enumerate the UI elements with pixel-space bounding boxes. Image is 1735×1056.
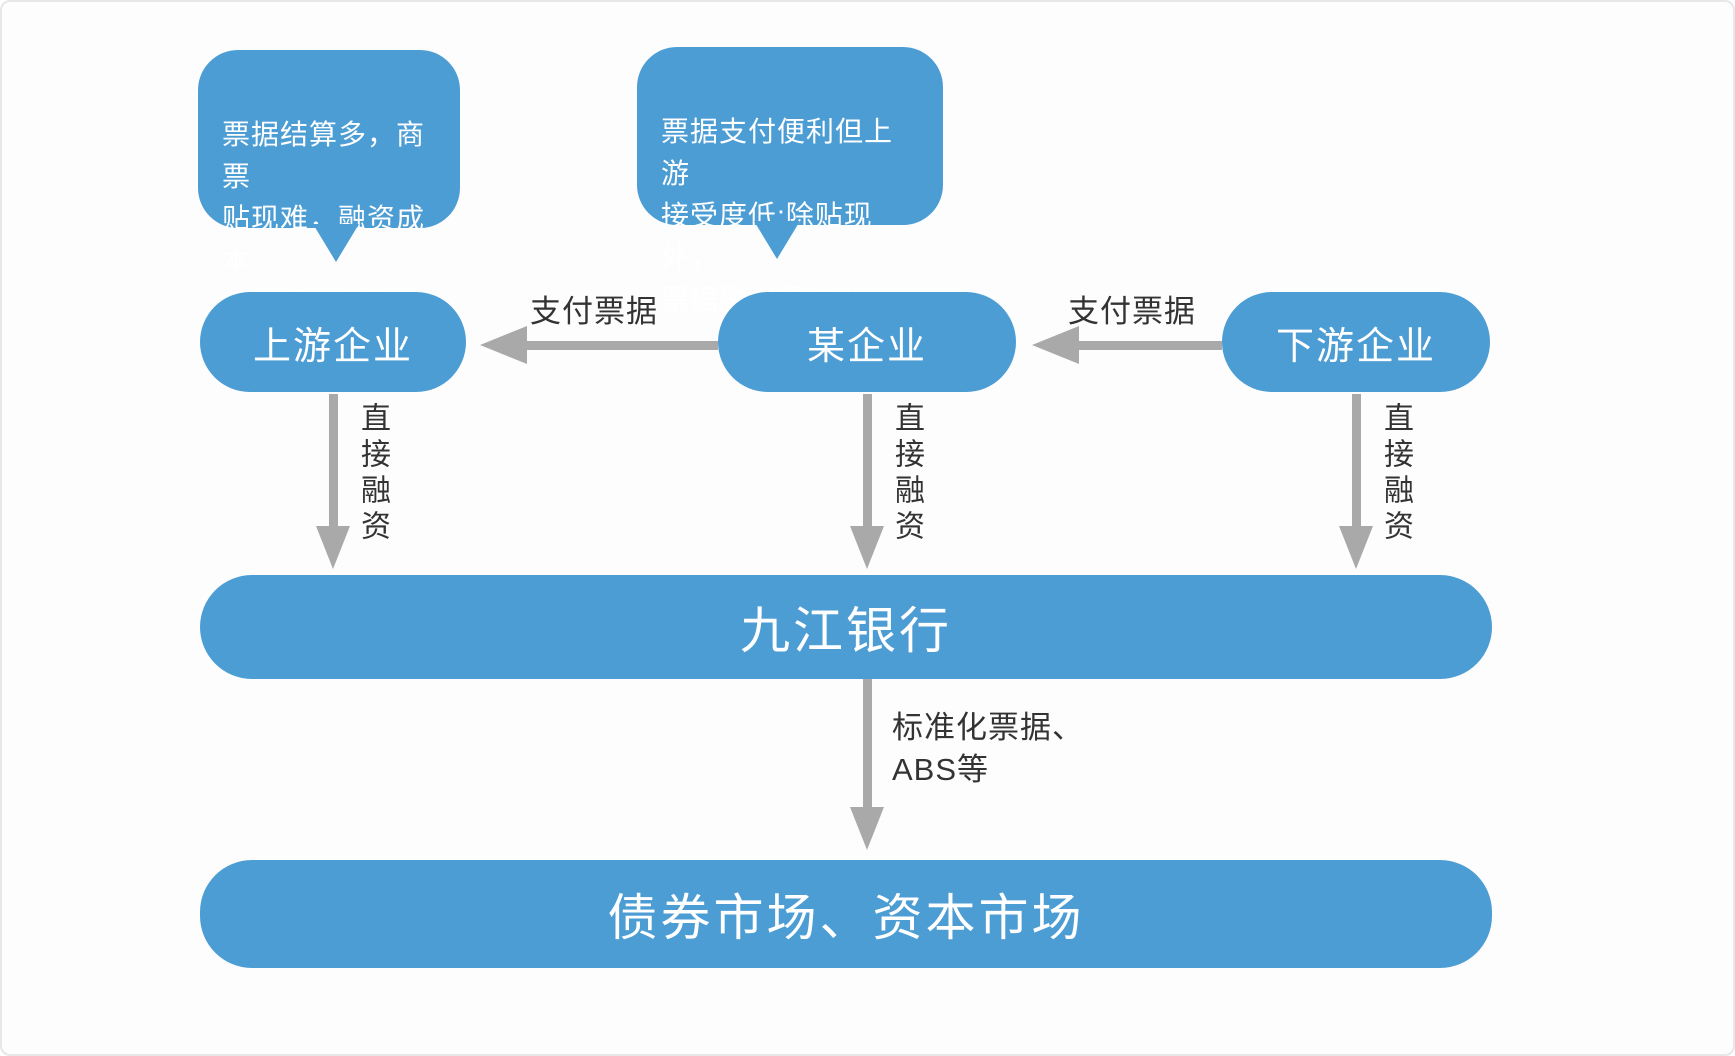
node-company-label: 某企业 <box>806 325 927 368</box>
direct-financing-arrow-right <box>1352 394 1361 528</box>
callout-company-note: 票据支付便利但上游 接受度低;除贴现外， 票据融资渠道少。 <box>637 47 943 315</box>
direct-financing-label-left: 直接融资 <box>356 402 389 546</box>
pay-bill-arrow-left <box>524 341 718 350</box>
node-jiujiang-bank-label: 九江银行 <box>740 603 952 659</box>
callout-upstream-note: 票据结算多，商票 贴现难，融资成本 高，征信受影响。 <box>198 50 460 360</box>
pay-bill-arrow-right <box>1076 341 1222 350</box>
pay-bill-label-left: 支付票据 <box>530 294 658 329</box>
node-upstream-enterprise: 上游企业 <box>200 292 466 392</box>
node-company: 某企业 <box>718 292 1016 392</box>
node-upstream-enterprise-label: 上游企业 <box>252 325 413 368</box>
node-downstream-enterprise-label: 下游企业 <box>1275 325 1436 368</box>
node-jiujiang-bank: 九江银行 <box>200 575 1492 679</box>
direct-financing-arrowhead-right-icon <box>1339 526 1373 569</box>
bank-to-market-label: 标准化票据、 ABS等 <box>892 710 1084 787</box>
node-bond-capital-market: 债券市场、资本市场 <box>200 860 1492 968</box>
callout-company-text: 票据支付便利但上游 接受度低;除贴现外， 票据融资渠道少。 <box>661 116 894 315</box>
direct-financing-label-right: 直接融资 <box>1379 402 1412 546</box>
direct-financing-arrow-middle <box>863 394 872 528</box>
pay-bill-label-right: 支付票据 <box>1068 294 1196 329</box>
bank-to-market-arrow <box>863 679 872 809</box>
direct-financing-arrowhead-left-icon <box>316 526 350 569</box>
node-downstream-enterprise: 下游企业 <box>1222 292 1490 392</box>
direct-financing-arrow-left <box>329 394 338 528</box>
pay-bill-arrowhead-left-icon <box>480 326 527 364</box>
node-bond-capital-market-label: 债券市场、资本市场 <box>607 890 1085 946</box>
bank-to-market-arrowhead-icon <box>850 807 884 850</box>
pay-bill-arrowhead-right-icon <box>1032 326 1079 364</box>
direct-financing-label-middle: 直接融资 <box>890 402 923 546</box>
callout-upstream-tail <box>313 224 359 262</box>
callout-company-tail <box>754 221 800 259</box>
direct-financing-arrowhead-middle-icon <box>850 526 884 569</box>
